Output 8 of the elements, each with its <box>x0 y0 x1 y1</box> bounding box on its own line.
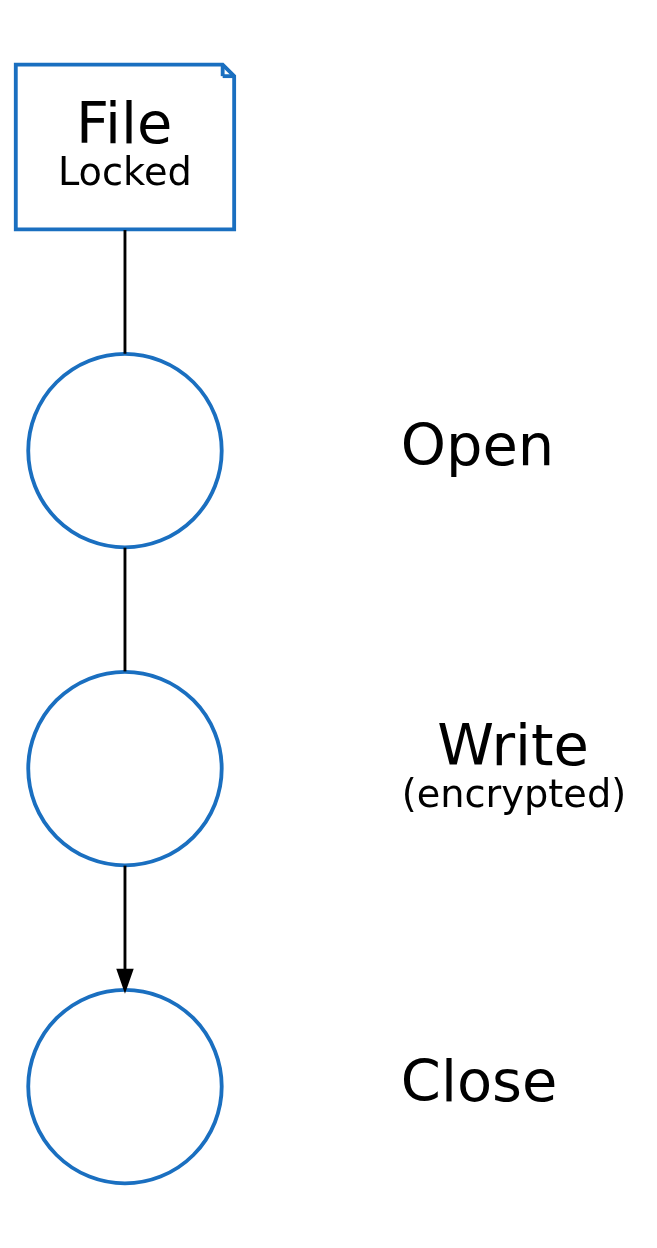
node-circle <box>26 987 224 1186</box>
arrow <box>116 865 134 994</box>
connector <box>123 547 127 672</box>
node-label: Close <box>400 1047 558 1115</box>
node-label: Open <box>400 412 555 480</box>
connector <box>123 230 127 354</box>
node-circle <box>26 352 224 550</box>
node-circle <box>26 669 224 868</box>
